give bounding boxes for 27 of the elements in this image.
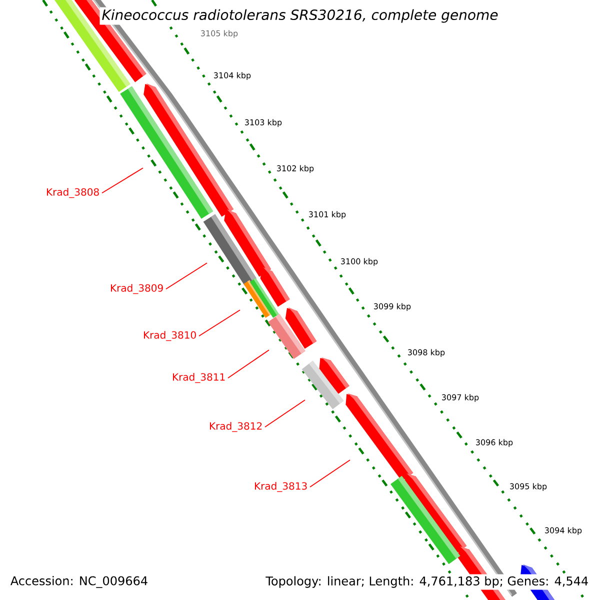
- tick-label: 3100 kbp: [341, 258, 378, 266]
- leader-line: [102, 168, 144, 194]
- leader-line: [166, 262, 208, 290]
- tick-label: 3099 kbp: [374, 303, 411, 311]
- tick-label: 3094 kbp: [545, 527, 582, 535]
- tick-label: 3098 kbp: [408, 349, 445, 357]
- tick-label: 3105 kbp: [201, 30, 238, 38]
- tick-label: 3101 kbp: [309, 211, 346, 219]
- tick-label: 3102 kbp: [277, 165, 314, 173]
- tick-label: 3104 kbp: [214, 72, 251, 80]
- gene-label: Krad_3808: [46, 188, 99, 198]
- gene-label: Krad_3810: [144, 331, 196, 341]
- accession-text: Accession: NC_009664: [8, 574, 150, 590]
- gene-label: Krad_3812: [210, 422, 262, 432]
- title: Kineococcus radiotolerans SRS30216, complete genome: [100, 7, 500, 25]
- tick-label: 3097 kbp: [442, 394, 479, 402]
- tick-label: 3095 kbp: [510, 483, 547, 491]
- gene-label: Krad_3813: [254, 482, 307, 492]
- tick-label: 3096 kbp: [476, 439, 513, 447]
- leader-line: [228, 350, 270, 378]
- tick-label: 3103 kbp: [245, 119, 282, 127]
- gene-label: Krad_3809: [110, 284, 163, 294]
- gene-label: Krad_3811: [172, 373, 225, 383]
- genome-stats-text: Topology: linear; Length: 4,761,183 bp; Genes: 4,544: [264, 574, 591, 590]
- leader-line: [198, 310, 240, 336]
- leader-line: [310, 460, 350, 488]
- leader-line: [264, 400, 306, 428]
